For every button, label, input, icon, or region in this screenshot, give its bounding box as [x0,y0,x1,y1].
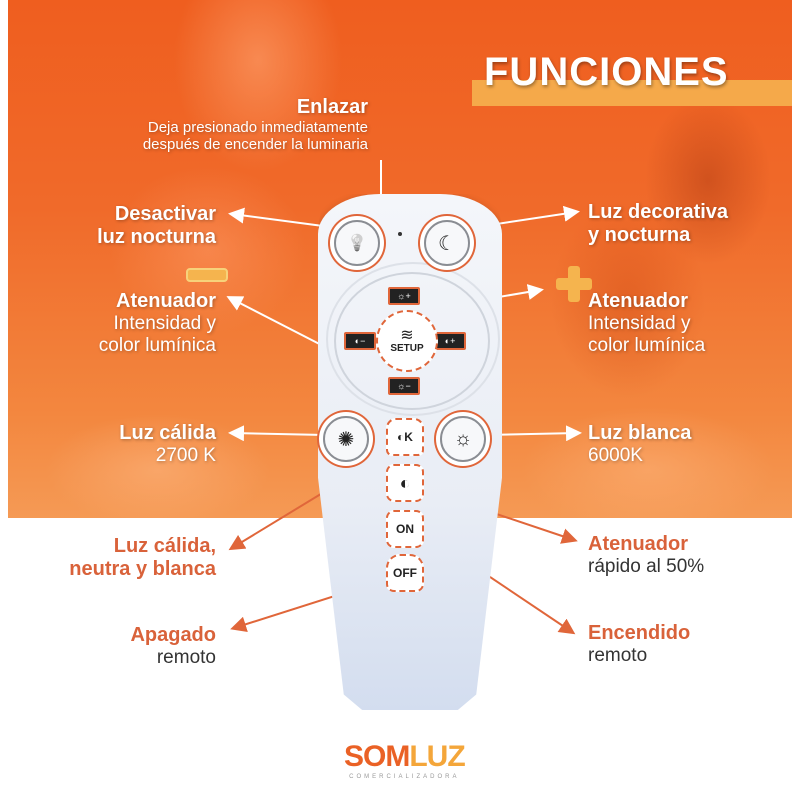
night-light-on-button[interactable]: ☾ [424,220,470,266]
label-atenuador-right: Atenuador Intensidad y color lumínica [588,290,706,356]
label-atenuador-left: Atenuador Intensidad y color lumínica [98,290,216,356]
warm-light-button[interactable]: ✺ [323,416,369,462]
brightness-down-button[interactable]: ☼− [388,377,420,395]
setup-label: SETUP [390,342,424,354]
brightness-up-button[interactable]: ☼+ [388,287,420,305]
color-cycle-button[interactable]: ◐K [386,418,424,456]
sun-minus-icon: ☼− [397,381,411,391]
title-highlight-bar [472,80,792,106]
dpad-outer-ring [326,262,500,416]
color-temp-up-button[interactable]: ◐+ [434,332,466,350]
label-apagado: Apagado remoto [130,624,216,668]
sun-outline-icon: ☼ [453,427,473,450]
temp-plus-icon: ◐+ [444,336,456,346]
label-luz-blanca: Luz blanca 6000K [588,422,692,466]
night-light-off-button[interactable]: 💡 [334,220,380,266]
label-desactivar-nocturna: Desactivar luz nocturna [97,203,216,248]
title-text: FUNCIONES [484,50,729,94]
plus-symbol [556,266,592,302]
sun-filled-icon: ✺ [337,428,355,451]
half-circle-icon: ◐ [399,472,411,493]
brand-logo: SOMLUZ COMERCIALIZADORA [344,740,466,780]
page-title: FUNCIONES [466,50,792,106]
on-label: ON [396,522,414,536]
off-label: OFF [393,566,417,580]
label-enlazar: Enlazar Deja presionado inmediatamente d… [142,96,368,154]
color-temp-down-button[interactable]: ◐− [344,332,376,350]
off-button[interactable]: OFF [386,554,424,592]
moon-star-icon: ☾ [438,232,456,255]
setup-button[interactable]: ≋ SETUP [376,310,438,372]
wifi-icon: ≋ [400,326,414,344]
label-calida-neutra-blanca: Luz cálida, neutra y blanca [69,535,216,580]
on-button[interactable]: ON [386,510,424,548]
sun-plus-icon: ☼+ [397,291,411,301]
indicator-led [398,232,402,236]
half-dim-button[interactable]: ◐ [386,464,424,502]
logo-luz: LUZ [409,740,465,773]
label-decorativa-nocturna: Luz decorativa y nocturna [588,201,729,246]
color-cycle-k-icon: ◐K [397,430,413,444]
dpad-inner-ring [334,272,490,410]
label-luz-calida: Luz cálida 2700 K [119,422,216,466]
temp-minus-icon: ◐− [354,336,366,346]
minus-symbol [186,268,228,282]
bulb-icon: 💡 [347,235,367,252]
logo-tagline: COMERCIALIZADORA [349,774,460,780]
logo-som: SOM [344,740,410,773]
label-encendido: Encendido remoto [588,622,691,666]
cool-light-button[interactable]: ☼ [440,416,486,462]
label-atenuador-rapido: Atenuador rápido al 50% [588,533,705,577]
